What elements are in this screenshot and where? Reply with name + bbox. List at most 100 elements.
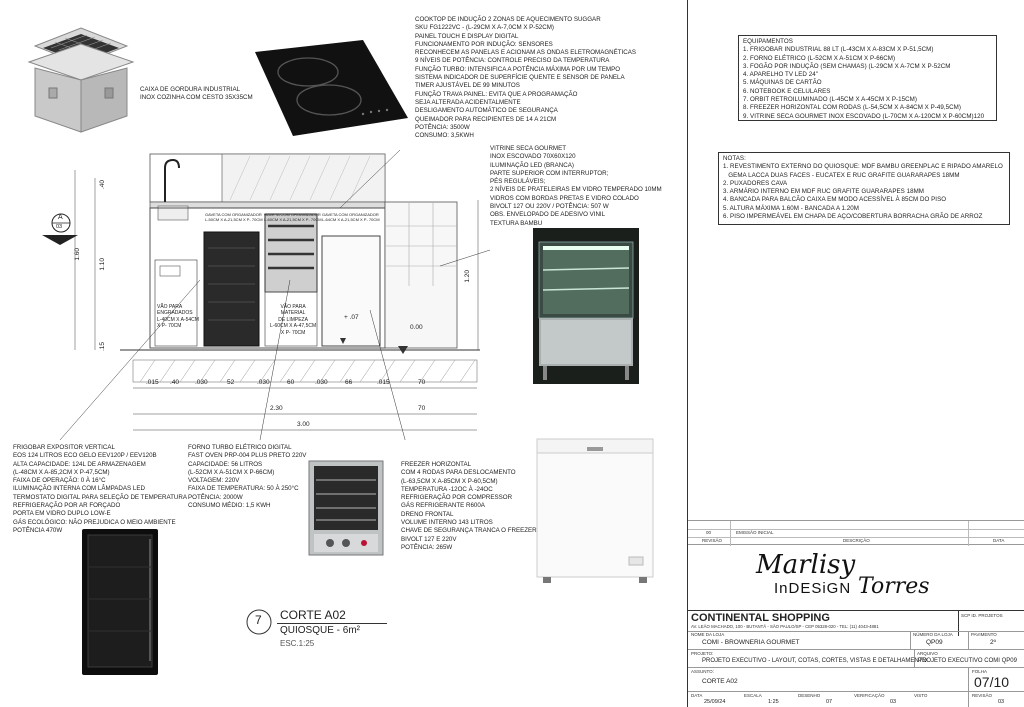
revision-label: REVISÃO: [972, 693, 993, 698]
approval-label: VISTO: [914, 693, 928, 698]
verification-label: VERIFICAÇÃO: [854, 693, 885, 698]
section-name: CORTE A02: [280, 608, 346, 622]
list-item: 3. ARMÁRIO INTERNO EM MDF RUC GRAFITE GU…: [723, 188, 925, 196]
list-item: GEMA LACCA DUAS FACES - EUCATEX E RUC GR…: [723, 171, 960, 179]
list-item: 5. ALTURA MÁXIMA 1.60M - BANCADA A 1.20M: [723, 204, 859, 212]
dimension-label: .030: [315, 379, 328, 386]
section-number: 7: [255, 613, 262, 627]
section-marker-letter: A: [58, 214, 63, 221]
verification-value: 03: [890, 699, 897, 705]
floor-value: 2º: [990, 639, 996, 646]
list-item: 2. FORNO ELÉTRICO (L-52cm x A-51cm x P-6…: [743, 54, 896, 62]
list-item: 4. BANCADA PARA BALCÃO CAIXA EM MODO ACE…: [723, 196, 947, 204]
date-header: DATA: [993, 538, 1005, 543]
notes-title: NOTAS:: [723, 155, 746, 162]
revisions-table: 00 EMISSÃO INICIAL REVISÃO DESCRIÇÃO DAT…: [688, 520, 1024, 546]
dimension-label: 60: [287, 379, 295, 386]
section-marker-sheet: 03: [56, 224, 63, 230]
title-underline: [277, 623, 387, 624]
store-number: QP09: [926, 639, 943, 646]
drawing-label: DESENHO: [798, 693, 821, 698]
project-label: PROJETO:: [691, 651, 714, 656]
grease-box-photo: [25, 18, 137, 133]
section-marker: A 03: [40, 213, 78, 245]
section-title-block: 7 CORTE A02 QUIOSQUE - 6m² ESC.1:25: [245, 608, 395, 658]
cooktop-spec: COOKTOP DE INDUÇÃO 2 ZONAS DE AQUECIMENT…: [415, 16, 636, 140]
dimension-label: 70: [418, 405, 426, 412]
floor-label: PAVIMENTO: [971, 632, 997, 637]
list-item: 6. NOTEBOOK E CELULARES: [743, 87, 831, 95]
dimension-label: 52: [227, 379, 235, 386]
dimension-label: 66: [345, 379, 353, 386]
list-item: 7. ORBIT RETROILUMINADO (L-45cm x A-45cm…: [743, 96, 917, 104]
subject-label: ASSUNTO:: [691, 669, 714, 674]
list-item: 2. PUXADORES CAVA: [723, 179, 788, 187]
level-label: 0.00: [410, 324, 423, 331]
list-item: 1. FRIGOBAR INDUSTRIAL 88 Lt (L-43cm x A…: [743, 46, 934, 54]
logo-script-last: Torres: [858, 574, 930, 599]
sheet-divider: [687, 0, 688, 707]
list-item: 8. FREEZER HORIZONTAL COM RODAS (L-54,5c…: [743, 104, 961, 112]
dimension-label: 1.60: [74, 248, 81, 261]
scale-value: 1:25: [768, 699, 779, 705]
dimension-label: 2.30: [270, 405, 283, 412]
list-item: 4. APARELHO TV LED 24": [743, 71, 818, 79]
client-address: AV. LEÃO MACHADO, 100 - BUTANTÃ - SÃO PA…: [691, 624, 879, 629]
vitrine-photo: [533, 228, 639, 384]
dimension-label: .40: [99, 180, 106, 190]
section-subtitle: QUIOSQUE - 6m²: [280, 625, 361, 636]
oven-photo: [308, 460, 384, 556]
cooktop-photo: [253, 38, 410, 138]
drawing-value: 07: [826, 699, 833, 705]
freezer-photo: [533, 437, 657, 585]
project-id-label: SCP ID. PROJETOS: [961, 613, 1003, 618]
file-label: ARQUIVO: [917, 651, 938, 656]
scale-label: ESCALA: [744, 693, 762, 698]
dimension-label: .40: [170, 379, 180, 386]
list-item: 9. VITRINE SECA GOURMET INOX ESCOVADO (L…: [743, 112, 985, 120]
file-value: PROJETO EXECUTIVO COMI QP09: [918, 658, 1017, 664]
client-name: CONTINENTAL SHOPPING: [691, 612, 830, 624]
equipment-list-box: EQUIPAMENTOS 1. FRIGOBAR INDUSTRIAL 88 L…: [738, 35, 997, 121]
frigobar-photo: [78, 527, 163, 677]
sheet-label: FOLHA: [972, 669, 988, 674]
list-item: 3. FOGÃO POR INDUÇÃO (SEM CHAMAS) (L-29c…: [743, 62, 951, 70]
level-label: + .07: [344, 314, 359, 321]
list-item: 6. PISO IMPERMEÁVEL EM CHAPA DE AÇO/COBE…: [723, 213, 983, 221]
dimension-label: .15: [99, 342, 106, 352]
title-block: CONTINENTAL SHOPPING AV. LEÃO MACHADO, 1…: [688, 610, 1024, 707]
list-item: 5. MÁQUINAS DE CARTÃO: [743, 79, 822, 87]
equipment-list-title: EQUIPAMENTOS: [743, 38, 793, 45]
subject-value: CORTE A02: [702, 678, 738, 685]
dimension-label: .030: [257, 379, 270, 386]
dimension-label: 1.10: [99, 258, 106, 271]
project-value: PROJETO EXECUTIVO - LAYOUT, COTAS, CORTE…: [702, 658, 927, 664]
store-name: COMI - BROWNERIA GOURMET: [702, 639, 800, 646]
dimension-label: .015: [146, 379, 159, 386]
date-label: DATA: [691, 693, 703, 698]
dimension-label: 70: [418, 379, 426, 386]
store-name-label: NOME DA LOJA: [691, 632, 725, 637]
sheet-number: 07/10: [974, 674, 1010, 690]
revision-value: 03: [998, 699, 1005, 705]
dimension-label: .015: [377, 379, 390, 386]
date-value: 25/09/24: [704, 699, 726, 705]
list-item: 1. REVESTIMENTO EXTERNO DO QUIOSQUE: MDF…: [723, 163, 1003, 171]
designer-logo: Marlisy InDESiGN Torres: [750, 550, 940, 606]
revision-header: REVISÃO: [702, 538, 723, 543]
store-number-label: NÚMERO DA LOJA: [913, 632, 953, 637]
dimension-label: .030: [195, 379, 208, 386]
revision-description: EMISSÃO INICIAL: [736, 530, 774, 535]
dimension-label: 1.20: [464, 270, 471, 283]
logo-indesign: InDESiGN: [774, 580, 852, 597]
